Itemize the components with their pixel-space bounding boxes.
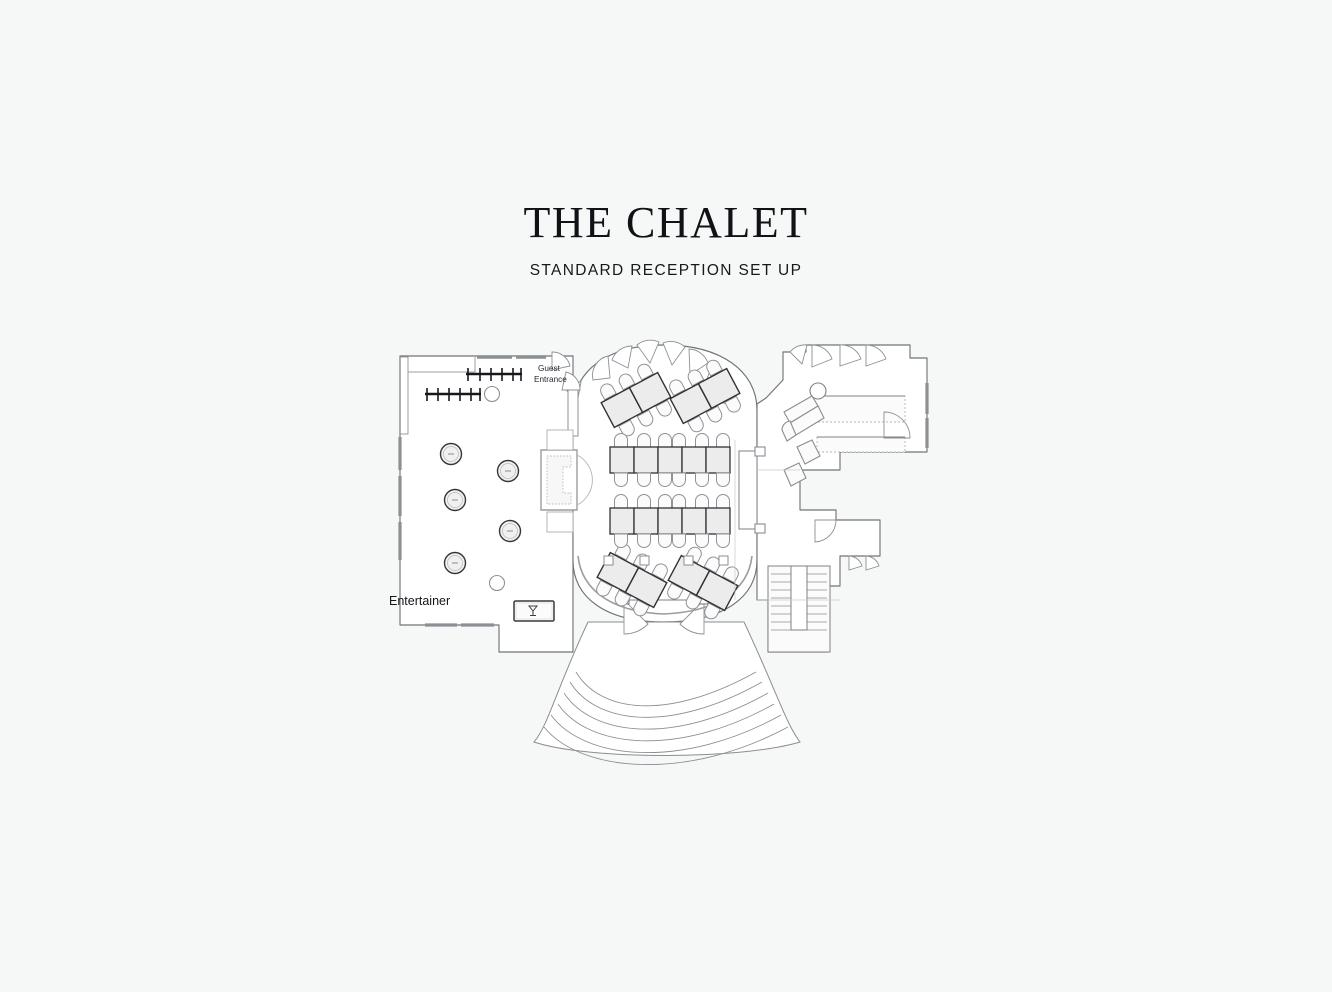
stool-2 xyxy=(488,574,506,592)
stool-1 xyxy=(483,385,501,403)
bar-arm-end xyxy=(781,420,797,442)
banquet-table-units xyxy=(609,507,731,535)
bar-post xyxy=(809,382,827,400)
cocktail-table xyxy=(443,551,467,575)
table-se xyxy=(664,544,742,622)
entertainer-label: Entertainer xyxy=(389,594,450,608)
cocktail-table xyxy=(496,459,520,483)
stair-landing xyxy=(790,565,808,631)
page-title: THE CHALET xyxy=(523,198,809,247)
lounge-bench-upper xyxy=(466,368,522,381)
guest-entrance-line2: Entrance xyxy=(534,375,567,384)
guest-entrance-line1: Guest xyxy=(538,364,561,373)
floor-marker xyxy=(639,555,650,566)
hall-side-counter xyxy=(738,446,766,534)
cocktail-table xyxy=(443,488,467,512)
lounge-bench-lower xyxy=(425,388,481,401)
service-piece-2 xyxy=(783,462,807,487)
floor-marker xyxy=(718,555,729,566)
back-bar-long xyxy=(811,395,906,423)
service-piece-1 xyxy=(796,439,821,465)
lounge-room-wall xyxy=(399,355,574,653)
guest-entrance-door-a xyxy=(551,351,571,371)
page-subtitle: STANDARD RECEPTION SET UP xyxy=(529,262,803,279)
guide-lines xyxy=(734,440,840,601)
plan-header: THE CHALET STANDARD RECEPTION SET UP xyxy=(0,198,1332,280)
lounge-inner-notch xyxy=(400,356,476,435)
service-wing-doors xyxy=(789,344,911,621)
floor-marker xyxy=(603,555,614,566)
service-wing-furniture xyxy=(781,382,906,487)
staircase xyxy=(767,565,831,653)
banquet-table-units xyxy=(609,446,731,474)
floor-markers xyxy=(603,555,729,566)
terrace-outline xyxy=(533,621,801,756)
terrace-steps xyxy=(543,671,789,766)
cocktail-table xyxy=(498,519,522,543)
lower-counter xyxy=(816,436,906,453)
bar-counter xyxy=(513,600,555,622)
floor-marker xyxy=(683,555,694,566)
fireplace xyxy=(540,429,593,533)
bottom-wall-inner-band xyxy=(577,555,753,615)
table-nw xyxy=(597,361,675,439)
curved-terrace xyxy=(533,621,801,766)
guest-entrance-label: Guest Entrance xyxy=(534,364,567,384)
cocktail-table xyxy=(439,442,463,466)
cocktail-tables xyxy=(439,442,522,575)
entrance-vestibule xyxy=(567,389,579,437)
cocktail-glass-icon xyxy=(527,605,539,616)
stair-outline xyxy=(767,565,831,653)
table-ne xyxy=(666,357,744,435)
